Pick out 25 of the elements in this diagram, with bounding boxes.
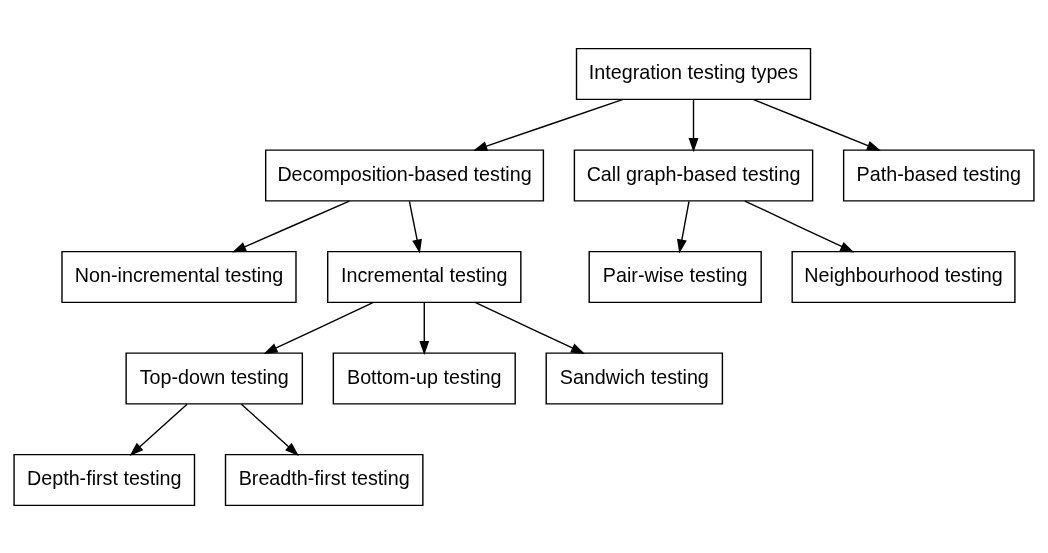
arrow [240,403,299,456]
arrow [752,98,881,151]
node-box: Breadth-first testing [224,453,424,506]
node-box: Path-based testing [842,148,1035,202]
node-box: Decomposition-based testing [264,148,545,202]
node-box: Sandwich testing [545,351,724,405]
arrow [419,301,430,355]
arrow [744,199,855,252]
node-box: Bottom-up testing [332,351,516,405]
arrow [129,403,188,456]
arrow [408,200,422,254]
arrow [232,199,351,252]
node-box: Pair-wise testing [588,250,762,303]
node-box: Non-incremental testing [61,250,297,303]
arrow [263,301,374,354]
arrow [473,98,624,151]
node-box: Neighbourhood testing [791,250,1016,303]
node-box: Top-down testing [125,351,304,405]
node-box: Call graph-based testing [573,148,814,202]
arrow [474,301,586,354]
node-box: Incremental testing [327,250,522,303]
node-box: Depth-first testing [13,453,196,506]
arrow [688,98,699,152]
node-box: Integration testing types [575,47,812,100]
arrow [677,200,690,254]
